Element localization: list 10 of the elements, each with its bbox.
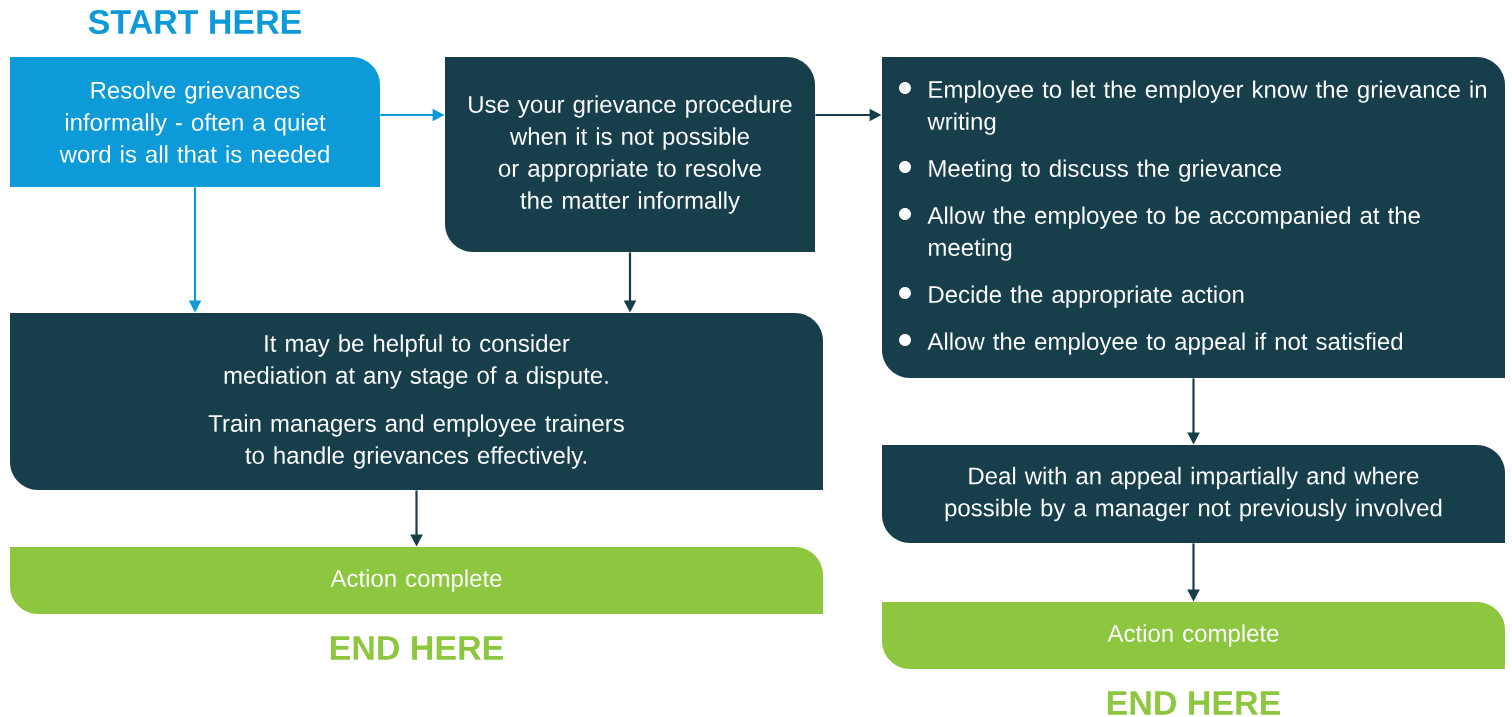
process-box: Employee to let the employer know the grievance in writing Meeting to discuss the grievance Allow the employee to be accompanied at the meeting Decide the appropriate action Allow the employee to appeal if not satisfied	[882, 57, 1505, 378]
start-box: Resolve grievances informally - often a quiet word is all that is needed	[10, 57, 380, 187]
process-box: Use your grievance procedure when it is not possible or appropriate to resolve the matter informally	[445, 57, 815, 252]
end-box: Action complete	[882, 602, 1505, 669]
process-box: It may be helpful to consider mediation at any stage of a dispute. Train managers and employee trainers to handle grievances effectively.	[10, 313, 823, 490]
end-box: Action complete	[10, 547, 823, 614]
start-heading: START HERE	[88, 9, 301, 35]
end-heading: END HERE	[330, 636, 503, 660]
end-heading: END HERE	[1107, 691, 1280, 715]
process-box: Deal with an appeal impartially and where possible by a manager not previously involved	[882, 445, 1505, 543]
